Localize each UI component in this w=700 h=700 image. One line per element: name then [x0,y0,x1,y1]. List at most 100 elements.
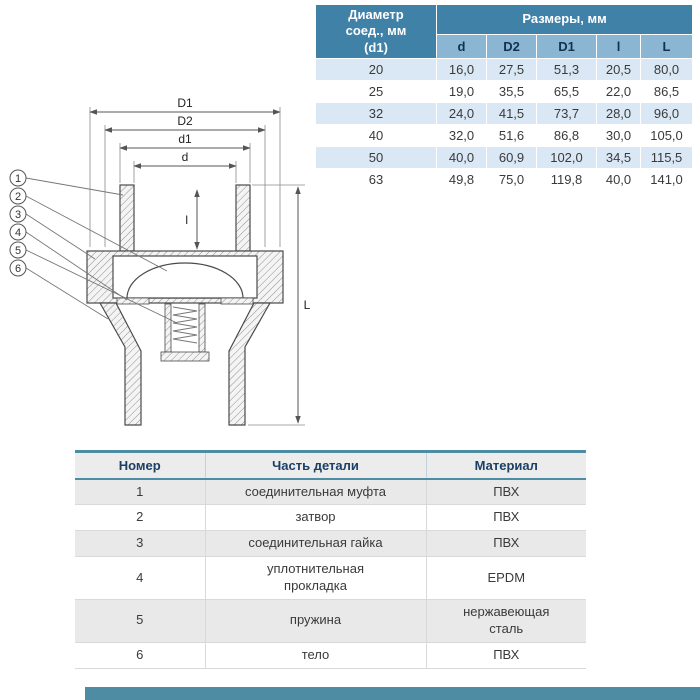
dims-row: 63 49,8 75,0 119,8 40,0 141,0 [315,167,694,191]
parts-cell-material: ПВХ [425,642,586,669]
coupling-wall-right [235,184,251,252]
dims-cell: 63 [315,167,437,191]
dims-cell: 40 [315,123,437,147]
dims-subheader-L: L [639,33,694,59]
dims-header-diameter: Диаметр соед., мм (d1) [315,4,437,59]
parts-cell-part: тело [204,642,426,669]
parts-table: Номер Часть детали Материал 1 соединител… [75,450,586,669]
dims-cell: 41,5 [486,101,537,125]
dim-label-D1: D1 [177,96,193,110]
callout-2-circle [9,187,27,205]
dims-cell: 22,0 [596,79,641,103]
dims-header-sizes: Размеры, мм [435,4,694,35]
parts-header-material: Материал [425,451,586,480]
dims-cell: 50 [315,145,437,169]
callout-6-label: 6 [15,263,21,275]
dims-cell: 40,0 [436,145,487,169]
callout-5-circle [9,241,27,259]
callout-3-label: 3 [15,209,21,221]
dims-cell: 75,0 [486,167,537,191]
dims-cell: 115,5 [639,145,694,169]
dimensions-table: Диаметр соед., мм (d1) Размеры, мм d D2 … [315,4,694,191]
dims-row: 50 40,0 60,9 102,0 34,5 115,5 [315,145,694,169]
parts-cell-part: соединительная муфта [204,478,426,506]
dims-subheader-D2: D2 [486,33,537,59]
dims-cell: 24,0 [436,101,487,125]
dims-subheader-row: d D2 D1 l L [316,33,694,59]
dims-cell: 96,0 [639,101,694,125]
parts-cell-material: EPDM [425,556,586,600]
parts-cell-part: затвор [204,504,426,532]
dims-cell: 51,3 [536,57,597,81]
poppet-dome [126,262,244,299]
dims-cell: 86,5 [639,79,694,103]
dims-cell: 32 [315,101,437,125]
callout-4-circle [9,223,27,241]
parts-cell-number: 4 [75,556,205,600]
callouts: 1 2 3 4 5 6 [9,169,27,277]
parts-cell-part: уплотнительная прокладка [204,556,426,600]
parts-cell-part: соединительная гайка [204,530,426,558]
parts-row: 1 соединительная муфта ПВХ [75,478,586,506]
parts-header-part: Часть детали [204,451,426,480]
parts-row: 6 тело ПВХ [75,642,586,669]
dim-label-L: L [304,298,311,312]
parts-cell-material: ПВХ [425,478,586,506]
dims-cell: 27,5 [486,57,537,81]
parts-cell-number: 2 [75,504,205,532]
parts-cell-number: 3 [75,530,205,558]
callout-4-label: 4 [15,227,21,239]
dims-row: 20 16,0 27,5 51,3 20,5 80,0 [315,57,694,81]
spring-seat [160,351,210,362]
callout-2-label: 2 [15,191,21,203]
parts-header-number: Номер [75,451,205,480]
dim-label-D2: D2 [177,114,193,128]
dims-cell: 65,5 [536,79,597,103]
dims-cell: 102,0 [536,145,597,169]
valve-body [86,184,284,426]
dims-cell: 35,5 [486,79,537,103]
dims-cell: 40,0 [596,167,641,191]
dims-row: 32 24,0 41,5 73,7 28,0 96,0 [315,101,694,125]
dims-subheader-d: d [436,33,487,59]
parts-cell-number: 6 [75,642,205,669]
parts-row: 5 пружина нержавеющая сталь [75,599,586,643]
parts-row: 2 затвор ПВХ [75,504,586,532]
callout-1-circle [9,169,27,187]
parts-header-row: Номер Часть детали Материал [75,451,586,480]
dim-label-d1: d1 [178,132,192,146]
body-wall-right [228,302,272,426]
dims-cell: 86,8 [536,123,597,147]
parts-cell-number: 1 [75,478,205,506]
seal-left [116,297,150,305]
dims-cell: 19,0 [436,79,487,103]
dimension-lines [89,109,301,424]
dims-cell: 49,8 [436,167,487,191]
parts-row: 3 соединительная гайка ПВХ [75,530,586,558]
dims-cell: 32,0 [436,123,487,147]
parts-cell-material: ПВХ [425,504,586,532]
dims-cell: 141,0 [639,167,694,191]
footer-accent-bar [85,687,700,700]
parts-row: 4 уплотнительная прокладка EPDM [75,556,586,600]
dims-row: 25 19,0 35,5 65,5 22,0 86,5 [315,79,694,103]
dims-row: 40 32,0 51,6 86,8 30,0 105,0 [315,123,694,147]
valve-diagram: 1 2 3 4 5 6 D1 D2 d1 d l L [9,96,311,426]
dims-subheader-l: l [596,33,641,59]
callout-5-label: 5 [15,245,21,257]
callout-3-circle [9,205,27,223]
dims-subheader-D1: D1 [536,33,597,59]
callout-leaders [25,177,178,324]
dims-cell: 34,5 [596,145,641,169]
body-wall-left [98,302,142,426]
dims-cell: 25 [315,79,437,103]
parts-cell-material: нержавеющая сталь [425,599,586,643]
dims-cell: 105,0 [639,123,694,147]
dims-cell: 73,7 [536,101,597,125]
dims-cell: 20 [315,57,437,81]
callout-6-circle [9,259,27,277]
dims-cell: 16,0 [436,57,487,81]
dim-label-d: d [182,150,189,164]
dims-cell: 30,0 [596,123,641,147]
